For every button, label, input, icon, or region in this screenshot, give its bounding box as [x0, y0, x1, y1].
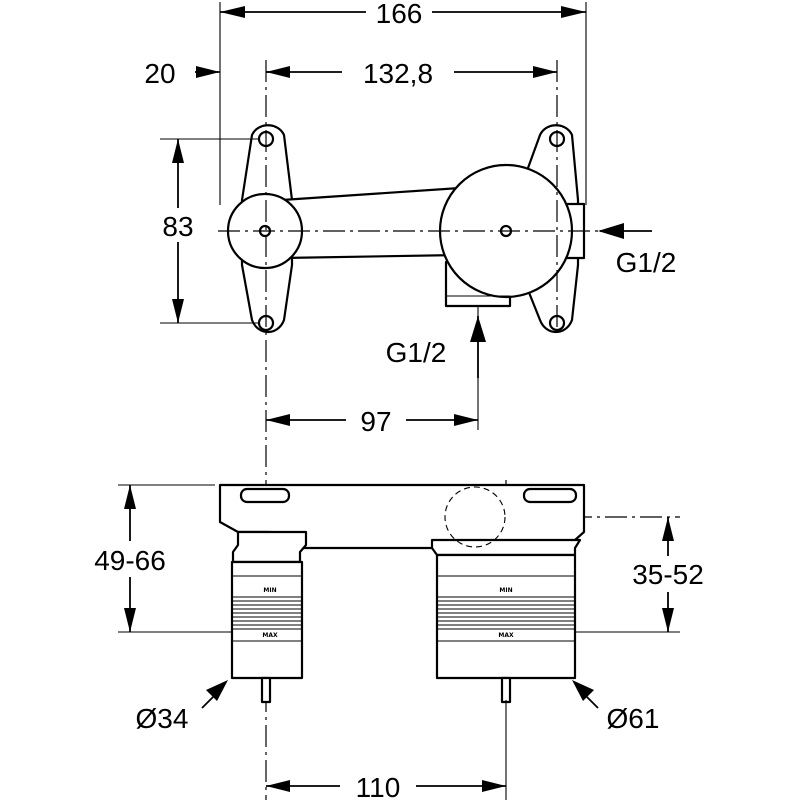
right-min-mark: MIN: [499, 587, 512, 594]
diameter-small-label: Ø34: [136, 703, 189, 734]
left-slot: [239, 487, 291, 504]
dimension-overall-width: 166: [219, 0, 587, 205]
side-inlet-callout: G1/2: [598, 223, 676, 278]
front-view: MIN MAX MIN MAX: [218, 483, 586, 704]
dimension-height: 83: [155, 138, 258, 324]
dimension-depth-large: 35-52: [575, 517, 714, 633]
dimension-offset-left: 20: [144, 58, 290, 89]
hole-spacing-label: 132,8: [363, 58, 433, 89]
depth-large-label: 35-52: [632, 559, 704, 590]
right-slot: [522, 487, 578, 504]
right-thread-grooves: [437, 575, 575, 642]
offset-left-label: 20: [144, 58, 175, 89]
top-view: [226, 124, 586, 334]
height-label: 83: [162, 211, 193, 242]
overall-width-label: 166: [376, 0, 423, 29]
left-min-mark: MIN: [263, 587, 276, 594]
right-neck: [430, 538, 582, 557]
right-max-mark: MAX: [498, 632, 514, 639]
depth-small-label: 49-66: [94, 545, 166, 576]
left-thread-grooves: [232, 575, 302, 642]
diameter-small-callout: Ø34: [136, 680, 228, 734]
right-stem: [500, 676, 512, 704]
valve-spacing-label: 110: [356, 772, 401, 800]
left-valve-cylinder: [230, 560, 304, 680]
diameter-large-label: Ø61: [607, 703, 660, 734]
hidden-housing-circle: [444, 486, 506, 548]
diameter-large-callout: Ø61: [572, 680, 659, 734]
inlet-spacing-label: 97: [360, 406, 391, 437]
left-stem: [260, 676, 272, 704]
dimension-valve-spacing: 110: [266, 700, 507, 800]
left-max-mark: MAX: [262, 632, 278, 639]
connecting-body: [280, 186, 462, 260]
left-neck: [231, 530, 308, 564]
dimension-depth-small: 49-66: [84, 484, 232, 633]
dimension-hole-spacing: 132,8: [266, 56, 557, 89]
bottom-inlet-label: G1/2: [386, 337, 447, 368]
dimension-inlet-spacing: 97: [266, 404, 478, 437]
bottom-inlet-callout: G1/2: [386, 306, 486, 430]
side-inlet-label: G1/2: [616, 247, 677, 278]
